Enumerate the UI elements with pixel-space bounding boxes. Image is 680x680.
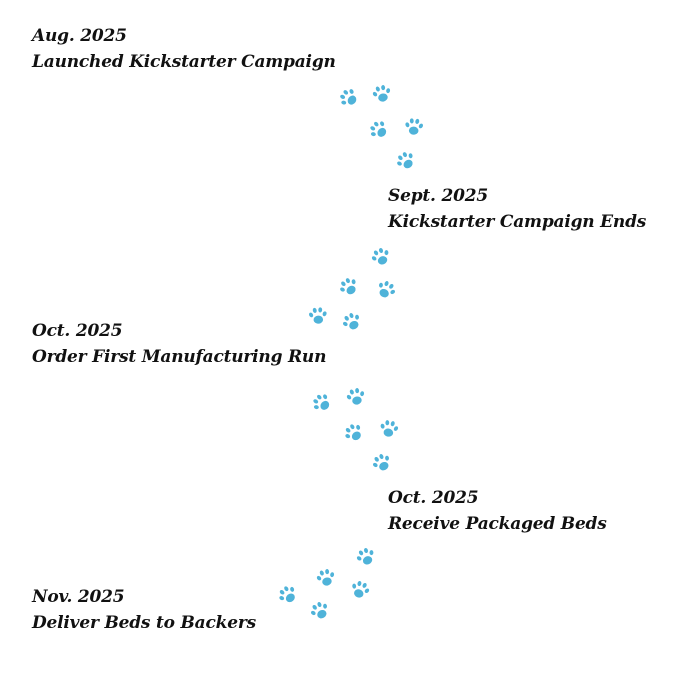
paw-print-icon	[402, 115, 426, 139]
milestone-2: Sept. 2025 Kickstarter Campaign Ends	[388, 183, 646, 235]
paw-print-icon	[273, 580, 304, 611]
paw-print-icon	[376, 416, 401, 441]
paw-print-icon	[391, 146, 422, 177]
milestone-1: Aug. 2025 Launched Kickstarter Campaign	[32, 23, 336, 75]
paw-print-icon	[366, 242, 395, 271]
milestone-3: Oct. 2025 Order First Manufacturing Run	[32, 318, 326, 370]
paw-print-icon	[306, 304, 330, 328]
milestone-date: Oct. 2025	[388, 488, 479, 508]
paw-print-icon	[305, 596, 335, 626]
milestone-date: Nov. 2025	[32, 587, 125, 607]
paw-print-icon	[346, 576, 374, 604]
paw-print-icon	[343, 384, 370, 411]
milestone-4: Oct. 2025 Receive Packaged Beds	[388, 485, 607, 537]
paw-print-icon	[364, 115, 395, 146]
milestone-date: Aug. 2025	[32, 26, 127, 46]
milestone-date: Sept. 2025	[388, 186, 488, 206]
paw-print-icon	[307, 388, 338, 419]
milestone-event: Deliver Beds to Backers	[32, 613, 256, 633]
paw-print-icon	[334, 272, 365, 303]
milestone-event: Launched Kickstarter Campaign	[32, 52, 336, 72]
paw-print-icon	[334, 83, 365, 114]
milestone-5: Nov. 2025 Deliver Beds to Backers	[32, 584, 256, 636]
milestone-event: Kickstarter Campaign Ends	[388, 212, 647, 232]
paw-print-icon	[367, 448, 397, 478]
paw-print-icon	[371, 275, 401, 305]
paw-print-icon	[337, 307, 367, 337]
milestone-event: Receive Packaged Beds	[388, 514, 607, 534]
paw-print-icon	[351, 542, 380, 571]
milestone-date: Oct. 2025	[32, 321, 123, 341]
milestone-event: Order First Manufacturing Run	[32, 347, 327, 367]
paw-print-icon	[339, 418, 370, 449]
paw-print-icon	[369, 81, 396, 108]
paw-print-icon	[313, 565, 340, 592]
